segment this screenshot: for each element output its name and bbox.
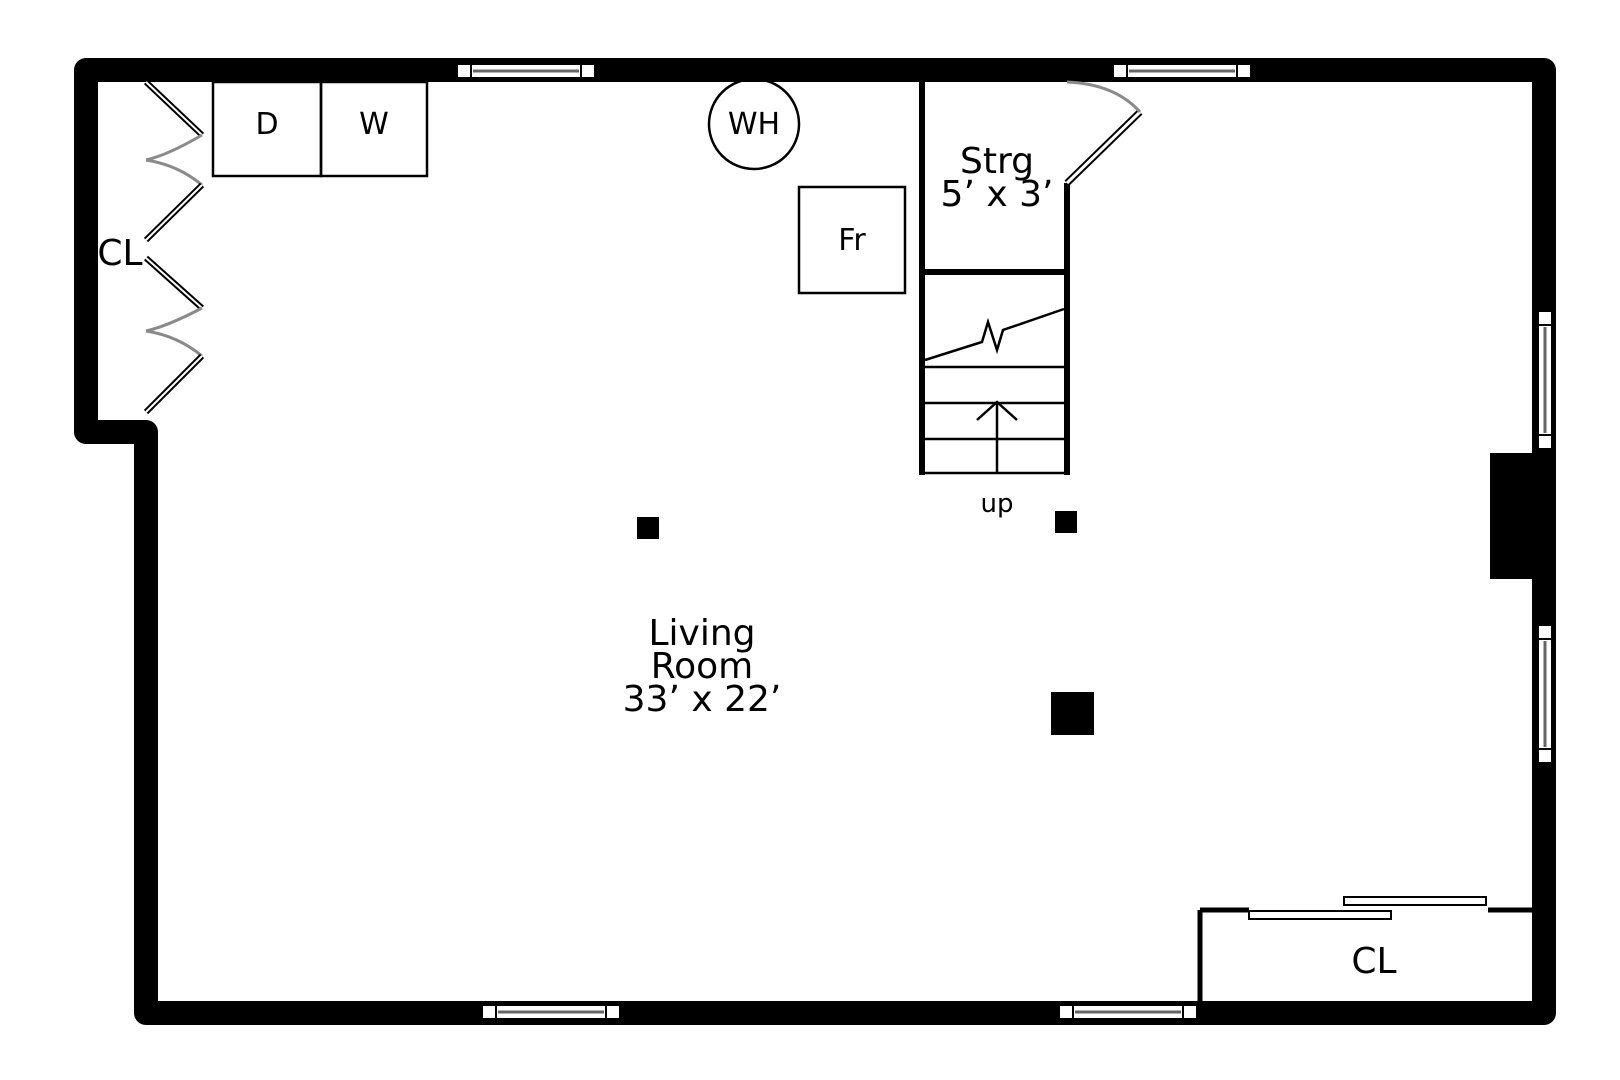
column bbox=[1055, 511, 1077, 533]
stair-break-line bbox=[924, 307, 1065, 362]
bottom-right-closet-label: CL bbox=[1351, 941, 1396, 982]
bottom-right-closet bbox=[1197, 896, 1532, 1003]
column bbox=[637, 517, 659, 539]
living-room-name-line-2: Room bbox=[651, 646, 754, 687]
window-right-lower bbox=[1537, 624, 1553, 764]
water-heater: WH bbox=[707, 77, 801, 171]
living-room-dims: 33’ x 22’ bbox=[623, 679, 782, 720]
fireplace bbox=[1490, 453, 1534, 579]
closet-sliding-doors bbox=[1248, 896, 1487, 920]
storage-door bbox=[1064, 80, 1143, 186]
water-heater-label: WH bbox=[728, 107, 780, 142]
window-bottom-left bbox=[481, 1004, 621, 1020]
left-closet-label: CL bbox=[97, 233, 142, 274]
stairs[interactable] bbox=[924, 307, 1065, 475]
living-room-name-line-1: Living bbox=[648, 613, 755, 654]
fridge-label: Fr bbox=[838, 223, 866, 258]
left-closet-bifold-doors bbox=[143, 79, 205, 415]
stair-arrow-head bbox=[976, 400, 1018, 421]
washer bbox=[319, 80, 429, 178]
columns bbox=[637, 511, 1094, 735]
stairs-direction-label: up bbox=[981, 489, 1014, 519]
windows bbox=[456, 63, 1553, 1020]
storage-name-label: Strg bbox=[960, 141, 1034, 182]
window-top-left bbox=[456, 63, 596, 79]
storage-and-stairs: up Strg 5’ x 3’ bbox=[919, 80, 1143, 519]
washer-label: W bbox=[359, 107, 389, 142]
laundry: D W bbox=[211, 80, 429, 178]
column bbox=[1051, 692, 1094, 735]
window-bottom-right bbox=[1058, 1004, 1198, 1020]
storage-dims-label: 5’ x 3’ bbox=[941, 174, 1054, 215]
exterior-walls bbox=[74, 58, 1556, 1025]
dryer-label: D bbox=[255, 107, 278, 142]
window-top-right bbox=[1112, 63, 1252, 79]
exterior-wall bbox=[74, 58, 1556, 1025]
window-right-upper bbox=[1537, 310, 1553, 450]
fridge: Fr bbox=[797, 185, 907, 295]
